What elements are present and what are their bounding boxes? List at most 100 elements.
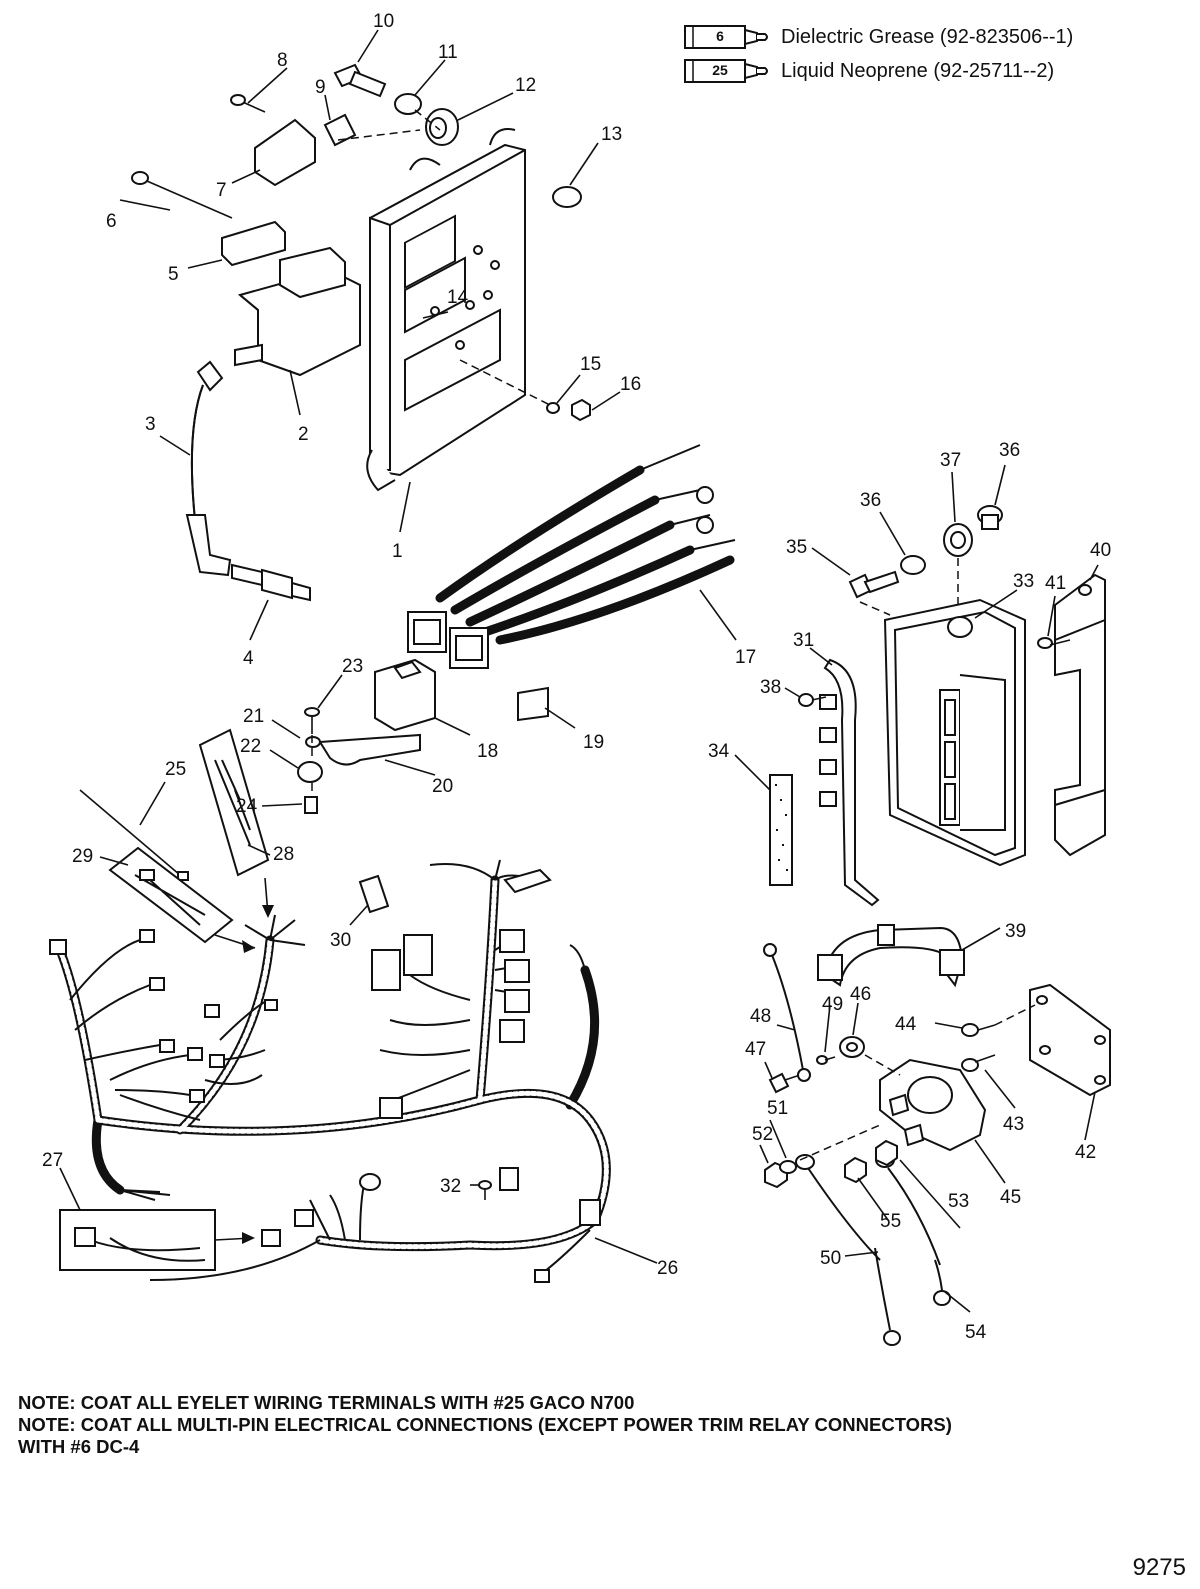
- callout-7: 7: [216, 180, 227, 201]
- note-line: NOTE: COAT ALL EYELET WIRING TERMINALS W…: [18, 1392, 635, 1413]
- mounting-bracket: [1054, 573, 1106, 857]
- screw: [848, 570, 900, 599]
- notes-block: NOTE: COAT ALL EYELET WIRING TERMINALS W…: [18, 1392, 1188, 1458]
- sleeve: [304, 796, 318, 814]
- callout-45: 45: [1000, 1187, 1021, 1208]
- callout-48: 48: [750, 1006, 771, 1027]
- callout-12: 12: [515, 75, 536, 96]
- washer: [779, 1160, 797, 1174]
- washer: [305, 736, 321, 748]
- relay: [374, 658, 436, 732]
- callout-40: 40: [1090, 540, 1111, 561]
- callout-10: 10: [373, 11, 394, 32]
- note-line: NOTE: COAT ALL MULTI-PIN ELECTRICAL CONN…: [18, 1414, 952, 1435]
- leader-lines: [59, 29, 1099, 1313]
- callout-39: 39: [1005, 921, 1026, 942]
- starter-solenoid: [879, 1058, 987, 1152]
- callout-47: 47: [745, 1039, 766, 1060]
- legend-item-dielectric-grease: 6 Dielectric Grease (92-823506--1): [683, 22, 1073, 52]
- spark-plug-lead: [185, 360, 232, 577]
- nut: [839, 1036, 865, 1058]
- ignition-coil: [234, 246, 361, 377]
- label: [517, 686, 549, 722]
- grommet: [425, 108, 459, 146]
- nut: [571, 398, 591, 422]
- nut: [844, 1156, 867, 1184]
- battery-cable: [795, 1154, 901, 1346]
- screw: [230, 94, 266, 113]
- ground-cable: [763, 943, 811, 1082]
- callout-14: 14: [447, 287, 469, 308]
- sleeve: [323, 113, 357, 147]
- callout-36a: 36: [860, 490, 881, 511]
- callout-50: 50: [820, 1248, 841, 1269]
- callout-38: 38: [760, 677, 781, 698]
- callout-30: 30: [330, 930, 351, 951]
- harness-adaptor: [407, 444, 736, 669]
- tube-number: 25: [712, 62, 728, 78]
- note-line: WITH #6 DC-4: [18, 1436, 140, 1457]
- inset-28: [198, 728, 270, 877]
- legend-label: Dielectric Grease (92-823506--1): [781, 25, 1074, 48]
- callout-17: 17: [735, 647, 756, 668]
- callout-41: 41: [1045, 573, 1066, 594]
- callout-1: 1: [392, 541, 403, 562]
- screw: [478, 1180, 492, 1200]
- ground-strap: [819, 658, 880, 907]
- engine-wire-harness: [49, 859, 611, 1283]
- spark-plug: [231, 563, 311, 602]
- callout-2: 2: [298, 424, 309, 445]
- callout-46: 46: [850, 984, 871, 1005]
- tube-number: 6: [716, 28, 724, 44]
- inset-29: [108, 846, 234, 944]
- callout-42: 42: [1075, 1142, 1096, 1163]
- callout-numbers: 1 2 3 4 5 6 7 8 9 10 11 12 13 14 15 16 1…: [42, 11, 1111, 1343]
- inset-27: [59, 1209, 216, 1271]
- tube-icon: 25: [683, 58, 771, 84]
- screw: [422, 311, 449, 319]
- connector: [358, 874, 390, 914]
- screw: [304, 707, 320, 734]
- washer: [546, 402, 560, 414]
- bushing: [977, 505, 1003, 530]
- callout-5: 5: [168, 264, 179, 285]
- callout-4: 4: [243, 648, 254, 669]
- callout-23: 23: [342, 656, 363, 677]
- callout-11: 11: [438, 42, 458, 63]
- callout-51: 51: [767, 1098, 788, 1119]
- callout-15: 15: [580, 354, 601, 375]
- callout-9: 9: [315, 77, 326, 98]
- callout-26: 26: [657, 1258, 678, 1279]
- callout-32: 32: [440, 1176, 461, 1197]
- bolt: [333, 63, 387, 98]
- foam-strip: [769, 774, 793, 886]
- screw: [768, 1072, 801, 1094]
- callout-54: 54: [965, 1322, 987, 1343]
- callout-43: 43: [1003, 1114, 1024, 1135]
- callout-18: 18: [477, 741, 498, 762]
- grommet: [943, 523, 973, 557]
- tube-icon: 6: [683, 24, 771, 50]
- cover-plate: [1029, 983, 1111, 1097]
- callout-37: 37: [940, 450, 961, 471]
- cable-tie: [79, 789, 189, 881]
- screw: [961, 1054, 996, 1072]
- callout-28: 28: [273, 844, 294, 865]
- callout-44: 44: [895, 1014, 917, 1035]
- callout-21: 21: [243, 706, 264, 727]
- callout-52: 52: [752, 1124, 773, 1145]
- washer: [552, 186, 582, 208]
- callout-19: 19: [583, 732, 604, 753]
- callout-25: 25: [165, 759, 186, 780]
- cable-clamp: [817, 924, 965, 988]
- figure-number: 9275: [1132, 1554, 1186, 1581]
- legend-label: Liquid Neoprene (92-25711--2): [781, 59, 1055, 82]
- bushing: [900, 555, 926, 575]
- callout-35: 35: [786, 537, 807, 558]
- callout-13: 13: [601, 124, 622, 145]
- screw: [798, 693, 827, 707]
- callout-27: 27: [42, 1150, 63, 1171]
- callout-36b: 36: [999, 440, 1020, 461]
- callout-24: 24: [236, 796, 258, 817]
